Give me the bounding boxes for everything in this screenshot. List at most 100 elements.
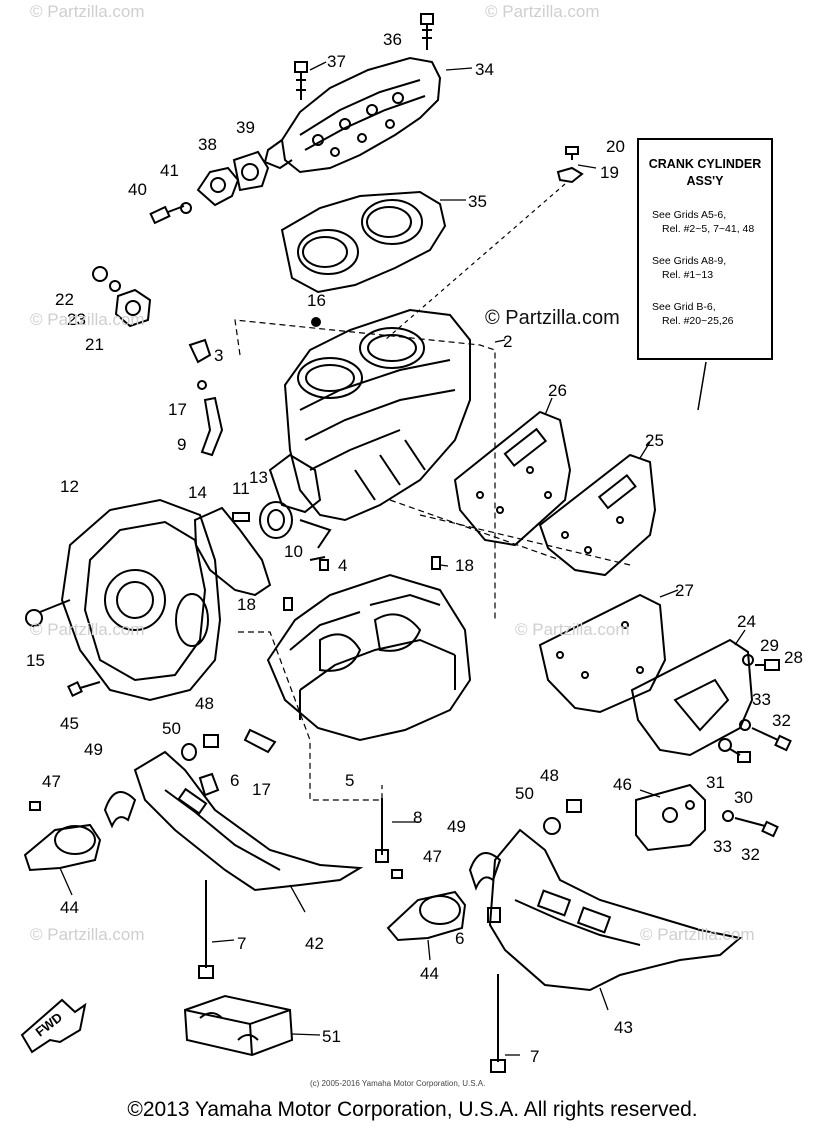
part-number-label: 22 (55, 290, 74, 309)
watermark-mid-left: © Partzilla.com (30, 310, 145, 329)
part-number-label: 7 (237, 934, 246, 953)
fwd-arrow (20, 998, 87, 1054)
spacer-6-right (487, 907, 501, 923)
callout-ref-3: See Grid B-6, Rel. #20~25,26 (639, 300, 771, 328)
part-number-label: 25 (645, 431, 664, 450)
bracket-2 (234, 319, 496, 620)
mount-bracket-43 (488, 828, 743, 992)
engine-mount-44-left (23, 801, 102, 872)
part-number-label: 29 (760, 636, 779, 655)
part-number-label: 50 (515, 784, 534, 803)
watermark-center: © Partzilla.com (485, 307, 620, 329)
watermark-top-left: © Partzilla.com (30, 2, 145, 21)
part-number-label: 41 (160, 161, 179, 180)
part-number-label: 43 (614, 1018, 633, 1037)
part-number-label: 7 (530, 1047, 539, 1066)
part-number-label: 34 (475, 60, 494, 79)
part-number-label: 21 (85, 335, 104, 354)
nut-washer-left (181, 728, 277, 797)
part-number-label: 31 (706, 773, 725, 792)
part-number-label: 5 (345, 771, 354, 790)
callout-ref-1-line1: See Grids A5-6, (652, 209, 727, 221)
callout-title: CRANK CYLINDER ASS'Y (639, 156, 771, 190)
part-number-label: 26 (548, 381, 567, 400)
part-number-label: 47 (423, 847, 442, 866)
part-number-label: 39 (236, 118, 255, 137)
bolt-8 (375, 798, 389, 863)
part-number-label: 32 (772, 711, 791, 730)
head-gasket (280, 190, 447, 294)
part-number-label: 30 (734, 788, 753, 807)
part-number-label: 50 (162, 719, 181, 738)
watermark-bottom-left: © Partzilla.com (30, 925, 145, 944)
leader-dashed-26 (389, 499, 561, 561)
part-number-label: 42 (305, 934, 324, 953)
thermostat-group (149, 150, 270, 225)
callout-ref-1: See Grids A5-6, Rel. #2~5, 7~41, 48 (639, 208, 771, 236)
seal-group-13 (193, 501, 332, 597)
part-number-label: 49 (447, 817, 466, 836)
callout-box: CRANK CYLINDER ASS'Y See Grids A5-6, Rel… (637, 138, 773, 360)
part-number-label: 18 (237, 595, 256, 614)
gasket-27 (538, 593, 667, 714)
part-number-label: 35 (468, 192, 487, 211)
part-number-label: 11 (232, 479, 250, 498)
engine-mount-44-right (386, 869, 467, 942)
part-number-label: 47 (42, 772, 61, 791)
part-number-label: 10 (284, 542, 303, 561)
part-number-label: 3 (214, 346, 223, 365)
part-number-label: 9 (177, 435, 186, 454)
leader-dashed-25 (419, 514, 631, 566)
callout-ref-3-line2: Rel. #20~25,26 (662, 315, 734, 327)
gasket-26 (453, 410, 572, 547)
bracket-46 (635, 783, 706, 852)
part-number-label: 24 (737, 612, 756, 631)
callout-ref-2: See Grids A8-9, Rel. #1~13 (639, 254, 771, 282)
callout-ref-2-line2: Rel. #1~13 (662, 269, 714, 281)
part-number-label: 6 (455, 929, 464, 948)
block-51 (183, 994, 294, 1057)
part-number-label: 14 (188, 483, 207, 502)
callout-ref-3-line1: See Grid B-6, (652, 301, 716, 313)
cover-21-group (92, 266, 152, 328)
bolt-20 (384, 146, 584, 341)
small-copyright: (c) 2005-2016 Yamaha Motor Corporation, … (310, 1079, 486, 1088)
callout-title-line1: CRANK CYLINDER (648, 157, 762, 171)
part-number-label: 16 (307, 291, 326, 310)
part-number-label: 40 (128, 180, 147, 199)
part-number-label: 23 (67, 310, 86, 329)
part-number-label: 6 (230, 771, 239, 790)
bolt-36 (420, 13, 434, 50)
bolt-7-right (490, 974, 506, 1073)
callout-ref-2-line1: See Grids A8-9, (652, 255, 727, 267)
callout-leader (697, 361, 707, 411)
bolt-15 (25, 599, 71, 627)
part-number-label: 15 (26, 651, 45, 670)
part-number-label: 48 (195, 694, 214, 713)
mount-bracket-42 (133, 750, 364, 892)
part-number-label: 44 (420, 964, 439, 983)
part-number-label: 37 (327, 52, 346, 71)
clip-49-left (103, 791, 137, 829)
part-number-label: 8 (413, 808, 422, 827)
footer-copyright: ©2013 Yamaha Motor Corporation, U.S.A. A… (127, 1098, 698, 1121)
cylinder-block (268, 308, 471, 522)
part-number-label: 45 (60, 714, 79, 733)
part-number-label: 19 (600, 163, 619, 182)
callout-ref-1-line2: Rel. #2~5, 7~41, 48 (662, 223, 755, 235)
part-number-label: 51 (322, 1027, 341, 1046)
part-number-label: 17 (168, 400, 187, 419)
part-number-label: 4 (338, 556, 347, 575)
gasket-25 (538, 453, 657, 577)
cylinder-head-cover (263, 56, 442, 174)
part-number-label: 20 (606, 137, 625, 156)
part-number-label: 49 (84, 740, 103, 759)
watermark-lower-left: © Partzilla.com (30, 620, 145, 639)
part-number-label: 48 (540, 766, 559, 785)
nut-washer-right (543, 799, 582, 835)
part-number-label: 2 (503, 332, 512, 351)
part-number-label: 13 (249, 468, 268, 487)
hose-group-9 (188, 338, 224, 457)
part-number-label: 38 (198, 135, 217, 154)
